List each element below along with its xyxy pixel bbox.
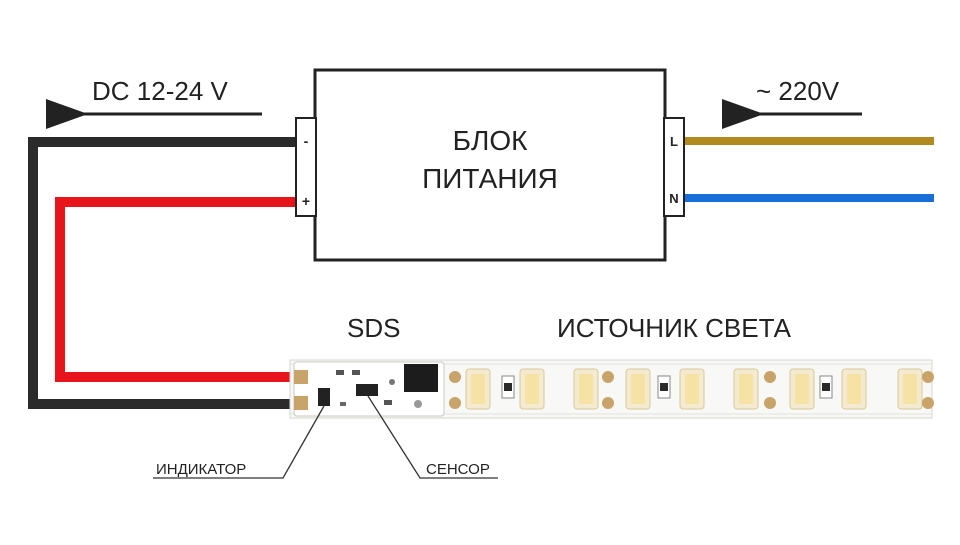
- solder-pad: [602, 371, 614, 383]
- terminal-n-label: N: [669, 191, 678, 206]
- power-supply-title-line1: БЛОК: [453, 125, 529, 156]
- led-chip-phosphor: [525, 374, 539, 404]
- led-chip-phosphor: [631, 374, 645, 404]
- resistor-body: [822, 383, 830, 391]
- led-chip-phosphor: [685, 374, 699, 404]
- led-chip-phosphor: [903, 374, 917, 404]
- red-wire: [55, 197, 300, 382]
- smd-component: [389, 379, 395, 385]
- led-chip-phosphor: [847, 374, 861, 404]
- black-wire: [28, 137, 300, 409]
- terminal-plus-label: +: [302, 193, 310, 209]
- solder-pad: [922, 371, 934, 383]
- ac-voltage-label: ~ 220V: [756, 76, 840, 106]
- resistor-body: [504, 383, 512, 391]
- led-chip-phosphor: [579, 374, 593, 404]
- resistor-body: [660, 383, 668, 391]
- light-source-label: ИСТОЧНИК СВЕТА: [557, 313, 792, 343]
- terminal-minus-label: -: [304, 133, 309, 149]
- touch-sensor: [356, 384, 378, 396]
- smd-component: [384, 400, 392, 405]
- power-supply-title-line2: ПИТАНИЯ: [422, 163, 558, 194]
- led-elements: [449, 368, 934, 410]
- smd-component: [336, 370, 344, 375]
- led-chip-phosphor: [471, 374, 485, 404]
- power-supply: - + L N БЛОК ПИТАНИЯ: [295, 68, 685, 262]
- indicator-led: [318, 388, 330, 406]
- indicator-callout-line: [153, 405, 325, 479]
- sds-pad-black: [294, 396, 308, 410]
- smd-component: [340, 402, 346, 406]
- led-chip-phosphor: [739, 374, 753, 404]
- sensor-callout-line: [367, 395, 498, 479]
- terminal-l-label: L: [670, 134, 678, 149]
- sds-pad-red: [294, 370, 308, 384]
- indicator-label: ИНДИКАТОР: [156, 461, 246, 478]
- solder-pad: [764, 397, 776, 409]
- solder-pad: [449, 371, 461, 383]
- sensor-label: СЕНСОР: [426, 461, 490, 478]
- smd-component: [414, 400, 422, 408]
- sds-module: [293, 361, 445, 417]
- led-chip-phosphor: [795, 374, 809, 404]
- solder-pad: [764, 371, 776, 383]
- terminal-right: [663, 117, 685, 217]
- sds-chip: [404, 364, 438, 392]
- solder-pad: [922, 397, 934, 409]
- solder-pad: [449, 397, 461, 409]
- solder-pad: [602, 397, 614, 409]
- sds-label: SDS: [347, 313, 400, 343]
- terminal-left: [295, 117, 317, 217]
- smd-component: [352, 370, 360, 375]
- dc-voltage-label: DC 12-24 V: [92, 76, 228, 106]
